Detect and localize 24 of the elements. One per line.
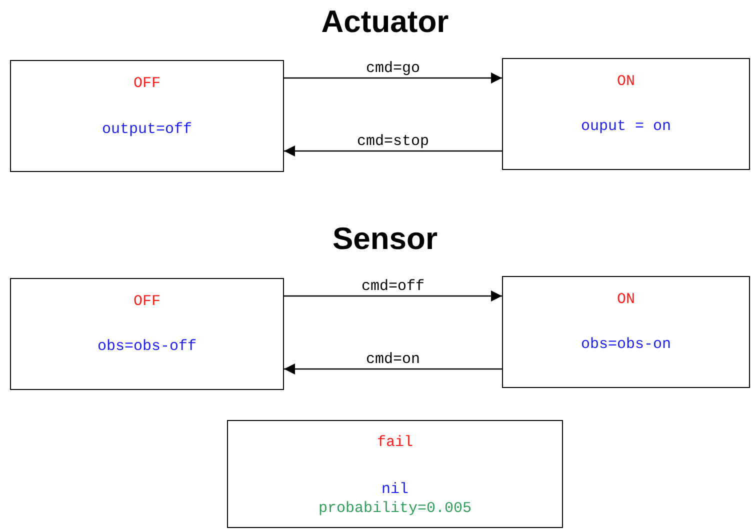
transition-arrow bbox=[284, 146, 502, 156]
edge-label: cmd=go bbox=[365, 61, 421, 77]
state-output: output=off bbox=[102, 121, 192, 138]
state-name: ON bbox=[616, 73, 635, 90]
section-heading: Sensor bbox=[332, 221, 438, 257]
state-output: obs=obs-off bbox=[97, 338, 197, 355]
transition-arrow bbox=[284, 72, 502, 84]
edge-label: cmd=stop bbox=[356, 134, 430, 150]
state-name: OFF bbox=[133, 293, 160, 310]
state-name: fail bbox=[376, 434, 413, 451]
state-output: ouput = on bbox=[580, 118, 671, 135]
state-output: nil bbox=[381, 481, 408, 498]
state-box bbox=[502, 58, 750, 170]
state-output: obs=obs-on bbox=[580, 336, 671, 353]
state-name: OFF bbox=[133, 75, 160, 92]
state-box bbox=[10, 278, 284, 390]
transition-arrow bbox=[284, 364, 502, 374]
section-heading: Actuator bbox=[321, 4, 449, 40]
state-box bbox=[227, 420, 563, 528]
state-probability: probability=0.005 bbox=[318, 500, 472, 517]
state-box bbox=[10, 60, 284, 172]
state-box bbox=[502, 276, 750, 388]
transition-arrow bbox=[284, 290, 502, 302]
state-name: ON bbox=[616, 291, 635, 308]
